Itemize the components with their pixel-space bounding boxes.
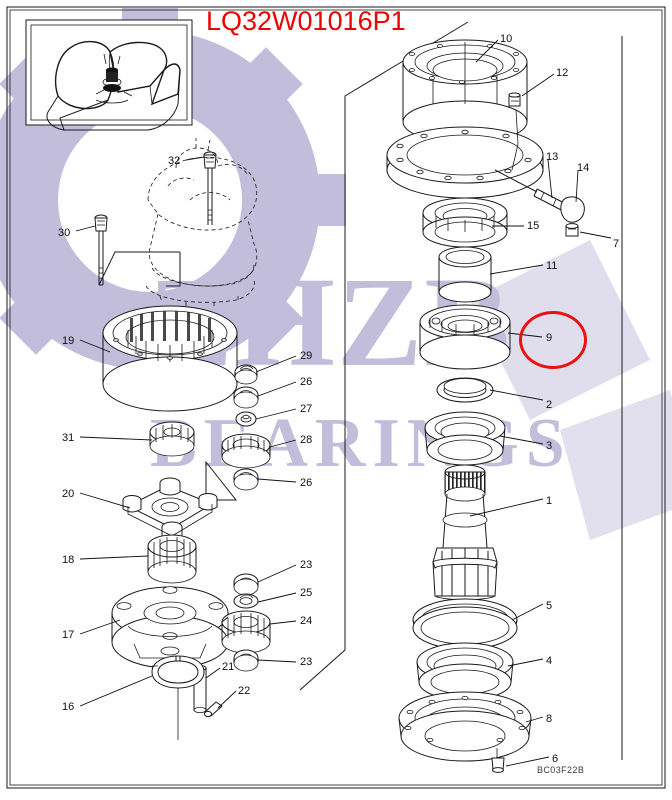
part-19-ring-gear: [102, 305, 238, 412]
drawing-code-label: BC03F22B: [537, 765, 585, 775]
callout-23-left: 23: [300, 559, 313, 571]
part-26b-washer: [233, 468, 259, 491]
callout-25-left: 25: [300, 587, 313, 599]
part-11-spacer: [438, 246, 492, 303]
callout-23-left: 23: [300, 656, 313, 668]
callout-17-left: 17: [62, 629, 75, 641]
callout-6-right: 6: [552, 753, 559, 765]
callout-14-right: 14: [577, 162, 590, 174]
callout-12-right: 12: [556, 67, 569, 79]
callout-24-left: 24: [300, 615, 313, 627]
page-frame: [6, 6, 666, 789]
callout-21-left: 21: [222, 661, 235, 673]
part-4-floating-seal: [416, 642, 514, 701]
callout-31-left: 31: [62, 432, 75, 444]
callout-20-left: 20: [62, 488, 75, 500]
part-26a-washer: [233, 386, 259, 409]
part-20-carrier: [122, 477, 218, 540]
part-15-bearing: [422, 197, 508, 248]
part-25-washer: [233, 593, 259, 609]
callout-16-left: 16: [62, 701, 75, 713]
part-32-bolt: [203, 151, 217, 225]
part-23b-washer: [233, 649, 259, 672]
part-6-bolt: [491, 748, 505, 773]
page-title: LQ32W01016P1: [206, 6, 406, 36]
part-2-oring: [436, 377, 494, 403]
callout-19-left: 19: [62, 335, 75, 347]
callout-29-left: 29: [300, 350, 313, 362]
part-12-plug: [508, 92, 521, 171]
callout-30-left: 30: [58, 227, 71, 239]
callout-10-right: 10: [500, 33, 513, 45]
part-16-snap-ring: [151, 655, 205, 689]
callout-26-left: 26: [300, 376, 313, 388]
callout-1-right: 1: [546, 495, 553, 507]
highlight-circle: [519, 311, 587, 369]
callout-3-right: 3: [546, 440, 553, 452]
part-23a-washer: [233, 573, 259, 596]
callout-2-right: 2: [546, 399, 553, 411]
callout-5-right: 5: [546, 600, 553, 612]
callout-15-right: 15: [527, 220, 540, 232]
part-30-bolt: [94, 214, 108, 286]
callout-26-left: 26: [300, 477, 313, 489]
part-24-planet-gear: [221, 610, 271, 654]
part-17-carrier-housing: [111, 586, 229, 669]
callout-22-left: 22: [238, 685, 251, 697]
part-14-cap: [560, 196, 585, 223]
callout-13-right: 13: [546, 151, 559, 163]
part-28-planet-gear: [221, 433, 271, 469]
part-7-nut: [565, 223, 579, 237]
part-27-washer: [235, 411, 257, 427]
part-8-flange-ring: [398, 691, 532, 762]
part-31-sun-gear: [149, 421, 195, 457]
part-18-planet-gear: [147, 534, 197, 584]
part-3-seal: [424, 411, 506, 466]
part-5-seal-ring: [412, 598, 518, 650]
part-1-shaft: [432, 464, 498, 601]
part-29-washer: [234, 364, 258, 385]
callout-7-right: 7: [613, 238, 620, 250]
callout-4-right: 4: [546, 655, 553, 667]
part-10-housing: [386, 39, 544, 199]
callout-11-right: 11: [546, 260, 558, 272]
callout-28-left: 28: [300, 434, 313, 446]
callout-32-left: 32: [168, 155, 181, 167]
leader-lines: [75, 39, 612, 767]
callout-18-left: 18: [62, 554, 75, 566]
phantom-swing-motor: [145, 138, 258, 308]
part-9-bearing: [419, 304, 511, 370]
part-22-dowel: [203, 701, 223, 718]
callout-8-right: 8: [546, 713, 553, 725]
callout-27-left: 27: [300, 403, 313, 415]
